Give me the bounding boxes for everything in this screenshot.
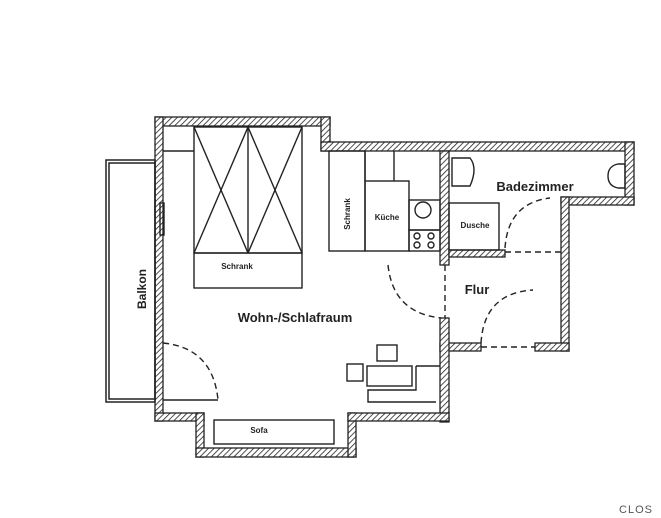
stove	[408, 229, 441, 252]
room-label-balcony: Balkon	[135, 269, 149, 309]
doors	[162, 197, 561, 401]
label-wardrobe-bed: Schrank	[221, 262, 253, 271]
sink	[408, 199, 441, 231]
room-label-bathroom: Badezimmer	[496, 179, 573, 194]
room-label-living: Wohn-/Schlafraum	[238, 310, 353, 325]
chair	[376, 344, 398, 362]
room-label-shower: Dusche	[461, 221, 490, 230]
sofa	[213, 419, 335, 445]
room-label-kitchen: Küche	[375, 213, 400, 222]
chair	[346, 363, 364, 382]
room-label-hallway: Flur	[465, 282, 490, 297]
label-sofa: Sofa	[250, 426, 268, 435]
table	[366, 365, 413, 387]
sink-bath	[607, 163, 626, 189]
balcony	[105, 159, 156, 403]
watermark: CLOS	[619, 504, 653, 516]
toilet	[451, 157, 475, 187]
wardrobe-bed	[193, 252, 303, 289]
label-wardrobe-vertical: Schrank	[343, 198, 352, 230]
shower	[448, 202, 500, 251]
furniture	[159, 126, 626, 445]
